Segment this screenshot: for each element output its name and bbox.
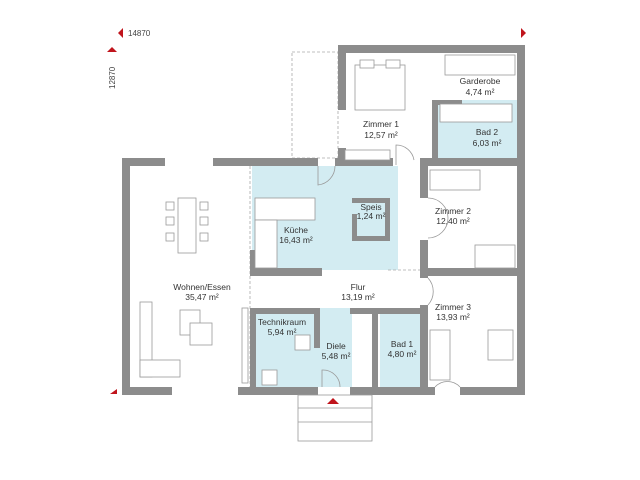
room-name-wohnen-essen: Wohnen/Essen [173, 282, 231, 292]
room-area-garderobe: 4,74 m² [466, 87, 495, 97]
depth-dimension: 12870 [108, 66, 117, 89]
room-name-kueche: Küche [284, 225, 308, 235]
room-labels: Garderobe 4,74 m² Zimmer 1 12,57 m² Bad … [173, 76, 501, 361]
room-name-bad-1: Bad 1 [391, 339, 413, 349]
room-area-flur: 13,19 m² [341, 292, 375, 302]
walls [122, 45, 525, 395]
room-area-kueche: 16,43 m² [279, 235, 313, 245]
room-name-garderobe: Garderobe [460, 76, 501, 86]
room-area-zimmer-1: 12,57 m² [364, 130, 398, 140]
room-name-zimmer-1: Zimmer 1 [363, 119, 399, 129]
dimension-arrow-left-icon [118, 28, 123, 38]
pergola [291, 51, 339, 159]
dimension-arrow-top-icon [107, 47, 117, 52]
room-name-flur: Flur [351, 282, 366, 292]
room-area-wohnen-essen: 35,47 m² [185, 292, 219, 302]
width-dimension: 14870 [128, 29, 151, 38]
room-area-speis: 1,24 m² [357, 211, 386, 221]
dimension-arrow-bottom-icon [110, 389, 117, 394]
furniture [139, 54, 516, 386]
room-area-zimmer-2: 12,40 m² [436, 216, 470, 226]
room-area-bad-2: 6,03 m² [473, 138, 502, 148]
room-name-zimmer-3: Zimmer 3 [435, 302, 471, 312]
room-name-diele: Diele [326, 341, 346, 351]
room-area-zimmer-3: 13,93 m² [436, 312, 470, 322]
dimension-arrow-right-icon [521, 28, 526, 38]
room-name-speis: Speis [360, 202, 381, 212]
room-name-technikraum: Technikraum [258, 317, 306, 327]
doors[interactable] [317, 144, 461, 388]
room-area-bad-1: 4,80 m² [388, 349, 417, 359]
entrance-marker-icon [327, 398, 339, 404]
room-area-diele: 5,48 m² [322, 351, 351, 361]
entrance-stairs [297, 394, 373, 442]
room-area-technikraum: 5,94 m² [268, 327, 297, 337]
room-name-bad-2: Bad 2 [476, 127, 498, 137]
room-name-zimmer-2: Zimmer 2 [435, 206, 471, 216]
